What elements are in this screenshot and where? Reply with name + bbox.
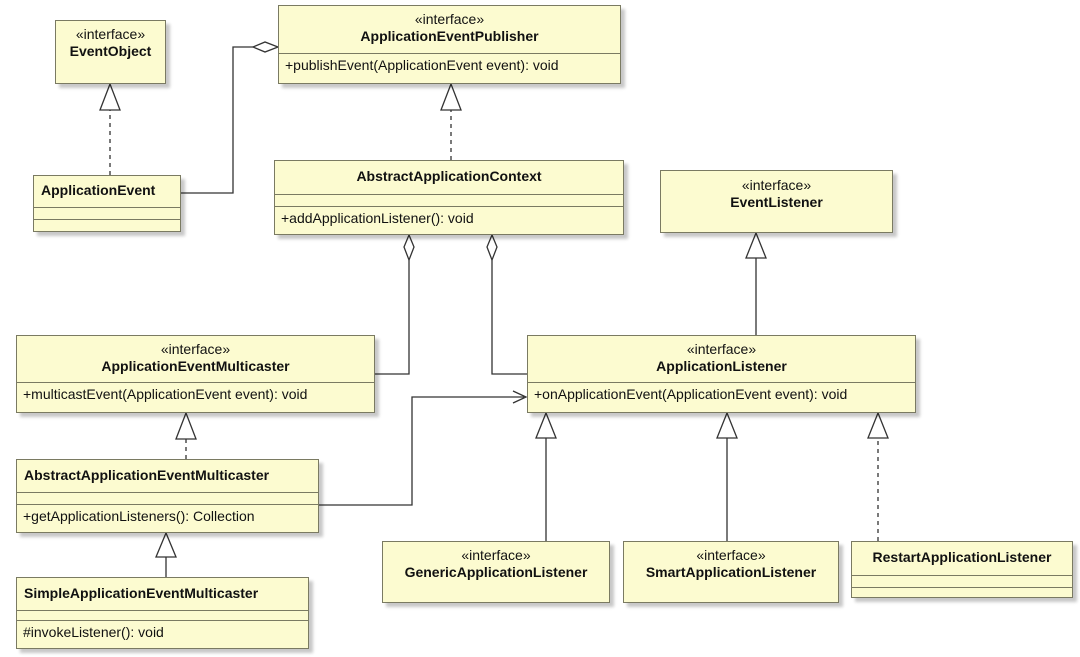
class-name: SimpleApplicationEventMulticaster (24, 585, 259, 601)
class-operation: +getApplicationListeners(): Collection (17, 504, 318, 527)
class-name: SmartApplicationListener (645, 564, 817, 580)
class-abstract-application-context[interactable]: AbstractApplicationContext +addApplicati… (274, 160, 624, 235)
class-name: AbstractApplicationContext (356, 168, 542, 184)
edge-multicaster-to-context (375, 260, 410, 375)
class-abstract-application-event-multicaster[interactable]: AbstractApplicationEventMulticaster +get… (16, 459, 319, 533)
attributes-compartment (852, 575, 1072, 587)
edge-abstract-multicaster-to-listener (319, 396, 524, 506)
class-application-event[interactable]: ApplicationEvent (33, 175, 181, 232)
class-simple-application-event-multicaster[interactable]: SimpleApplicationEventMulticaster #invok… (16, 577, 309, 649)
class-smart-application-listener[interactable]: «interface» SmartApplicationListener (623, 541, 839, 603)
triangle-head-event-listener (745, 231, 767, 259)
triangle-head-smart (716, 411, 738, 439)
attributes-compartment (34, 207, 180, 219)
stereotype: «interface» (686, 341, 757, 357)
attributes-compartment (17, 492, 318, 504)
class-header: «interface» ApplicationEventPublisher (279, 6, 620, 53)
triangle-head-abstract-multicaster (155, 531, 177, 558)
class-header: RestartApplicationListener (852, 542, 1072, 575)
stereotype: «interface» (741, 177, 812, 193)
class-operation: +onApplicationEvent(ApplicationEvent eve… (528, 382, 915, 405)
class-header: AbstractApplicationEventMulticaster (17, 460, 318, 492)
class-application-listener[interactable]: «interface» ApplicationListener +onAppli… (527, 335, 916, 413)
diamond-context-left (403, 233, 415, 262)
class-header: «interface» EventObject (56, 21, 165, 62)
class-operation: +multicastEvent(ApplicationEvent event):… (17, 382, 374, 405)
stereotype: «interface» (696, 547, 766, 563)
class-header: ApplicationEvent (34, 176, 180, 207)
class-operation: #invokeListener(): void (17, 620, 308, 643)
class-application-event-publisher[interactable]: «interface» ApplicationEventPublisher +p… (278, 5, 621, 84)
triangle-head-restart (867, 411, 889, 439)
edge-application-event-to-publisher (181, 46, 253, 194)
class-name: ApplicationEventMulticaster (101, 358, 290, 374)
class-name: ApplicationListener (656, 358, 787, 374)
class-header: «interface» GenericApplicationListener (383, 542, 609, 583)
diamond-publisher (251, 41, 280, 53)
stereotype: «interface» (75, 26, 146, 42)
class-name: EventObject (69, 43, 152, 59)
stereotype: «interface» (160, 341, 231, 357)
open-arrowhead (512, 390, 528, 404)
operations-compartment (34, 219, 180, 232)
class-name: ApplicationEventPublisher (360, 28, 539, 44)
stereotype: «interface» (414, 11, 485, 27)
class-name: EventListener (730, 194, 823, 210)
edge-listener-to-context (491, 260, 527, 375)
class-header: «interface» SmartApplicationListener (624, 542, 838, 583)
triangle-head-publisher (440, 82, 462, 111)
class-event-object[interactable]: «interface» EventObject (55, 20, 166, 84)
class-name: GenericApplicationListener (404, 564, 588, 580)
class-name: ApplicationEvent (41, 182, 156, 198)
class-operation: +addApplicationListener(): void (275, 206, 623, 229)
attributes-compartment (17, 610, 308, 620)
class-restart-application-listener[interactable]: RestartApplicationListener (851, 541, 1073, 598)
triangle-head-event-object (99, 82, 121, 111)
class-name: RestartApplicationListener (872, 549, 1052, 565)
class-name: AbstractApplicationEventMulticaster (24, 467, 270, 483)
triangle-head-multicaster (175, 411, 197, 440)
class-operation: +publishEvent(ApplicationEvent event): v… (279, 53, 620, 76)
class-generic-application-listener[interactable]: «interface» GenericApplicationListener (382, 541, 610, 603)
stereotype: «interface» (461, 547, 531, 563)
class-header: «interface» ApplicationListener (528, 336, 915, 382)
class-header: «interface» EventListener (661, 171, 892, 213)
class-header: SimpleApplicationEventMulticaster (17, 578, 308, 610)
class-event-listener[interactable]: «interface» EventListener (660, 170, 893, 233)
class-header: AbstractApplicationContext (275, 161, 623, 194)
operations-compartment (852, 587, 1072, 599)
diamond-context-right (486, 233, 498, 262)
class-application-event-multicaster[interactable]: «interface» ApplicationEventMulticaster … (16, 335, 375, 413)
class-header: «interface» ApplicationEventMulticaster (17, 336, 374, 382)
attributes-compartment (275, 194, 623, 206)
triangle-head-generic (535, 411, 557, 439)
